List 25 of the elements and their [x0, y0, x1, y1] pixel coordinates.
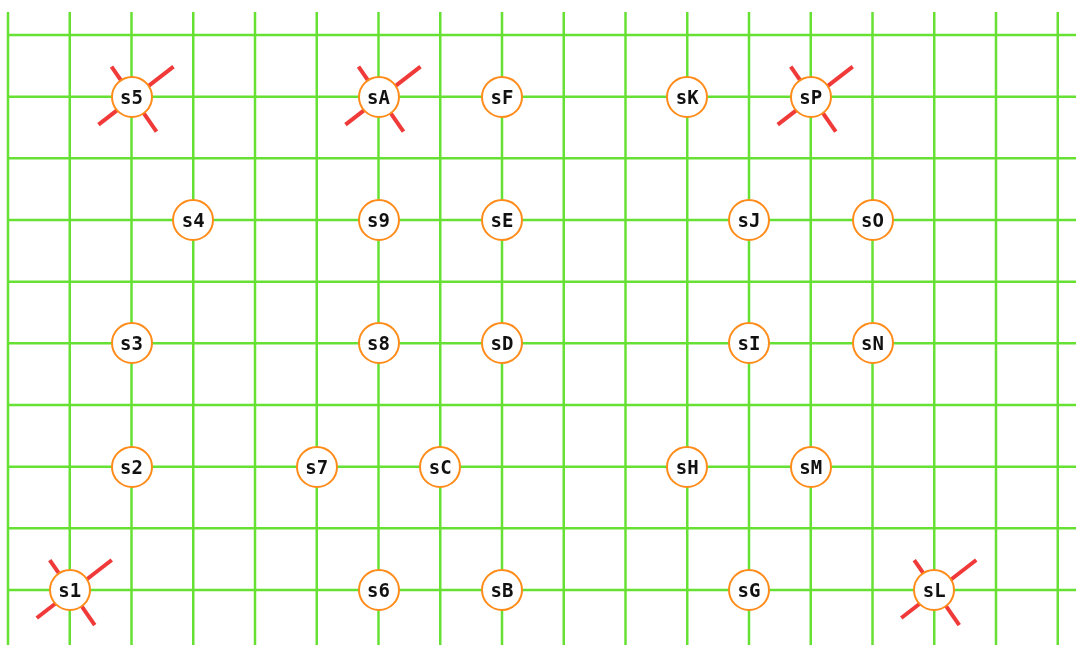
node-circle: sB — [481, 569, 523, 611]
node-circle: sI — [728, 322, 770, 365]
node-circle: sM — [789, 445, 832, 488]
node-circle: sO — [851, 199, 894, 241]
node-circle: sN — [851, 322, 894, 365]
node-circle: s5 — [110, 75, 153, 118]
node-circle: s1 — [48, 569, 91, 611]
node-circle: sF — [481, 75, 523, 118]
node-circle: sA — [357, 75, 400, 118]
node-circle: s3 — [110, 322, 153, 365]
node-circle: sJ — [728, 199, 770, 241]
node-circle: s2 — [110, 445, 153, 488]
node-circle: sL — [913, 569, 956, 611]
node-circle: sG — [728, 569, 770, 611]
node-circle: s6 — [357, 569, 400, 611]
node-circle: sK — [666, 75, 709, 118]
node-circle: s7 — [295, 445, 338, 488]
node-circle: sP — [789, 75, 832, 118]
node-circle: sD — [481, 322, 523, 365]
node-circle: sC — [419, 445, 462, 488]
node-circle: s8 — [357, 322, 400, 365]
node-circle: sH — [666, 445, 709, 488]
node-circle: s4 — [172, 199, 215, 241]
node-circle: sE — [481, 199, 523, 241]
node-circle: s9 — [357, 199, 400, 241]
